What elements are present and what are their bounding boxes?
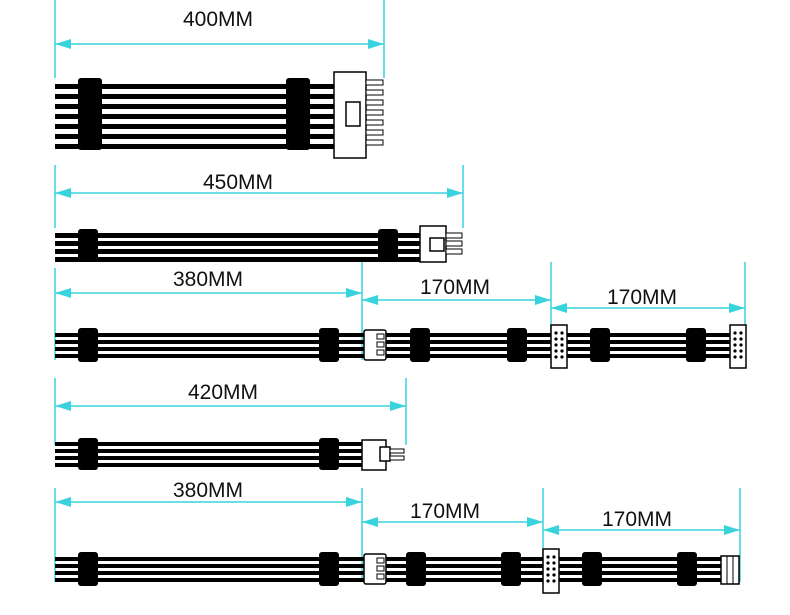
- pcie-connector: [361, 439, 405, 471]
- molex-connector: [363, 329, 387, 361]
- cable-comb: [378, 229, 398, 261]
- cable-comb: [319, 438, 339, 470]
- cable-comb: [78, 328, 98, 362]
- cable-comb: [78, 229, 98, 261]
- cable-comb: [501, 552, 521, 586]
- sata-connector: [550, 324, 568, 369]
- molex-connector: [363, 553, 387, 585]
- dimension-line: [54, 488, 741, 582]
- dimension-label: 400MM: [183, 8, 253, 31]
- wire-bundle: [55, 557, 723, 582]
- cable-comb: [78, 78, 102, 150]
- dimension-label: 380MM: [173, 268, 243, 291]
- cable-comb: [677, 552, 697, 586]
- cable-1: 400MM: [54, 0, 385, 159]
- cable-comb: [78, 438, 98, 470]
- dimension-label: 170MM: [607, 286, 677, 309]
- dimension-line: [54, 378, 407, 445]
- dimension-label: 170MM: [420, 276, 490, 299]
- cable-comb: [319, 328, 339, 362]
- sata-connector: [729, 324, 747, 369]
- cpu-8pin-connector: [419, 225, 463, 263]
- dimension-label: 450MM: [203, 171, 273, 194]
- cable-2: 450MM: [54, 165, 464, 263]
- wire-bundle: [55, 233, 425, 262]
- wire-bundle: [55, 84, 335, 149]
- dimension-label: 170MM: [602, 508, 672, 531]
- cable-comb: [582, 552, 602, 586]
- dimension-line: [54, 262, 746, 360]
- dimension-line: [54, 0, 385, 78]
- dimension-label: 420MM: [188, 381, 258, 404]
- cable-comb: [406, 552, 426, 586]
- cable-comb: [507, 328, 527, 362]
- wire-bundle: [55, 442, 367, 467]
- dimension-label: 380MM: [173, 479, 243, 502]
- cable-comb: [590, 328, 610, 362]
- floppy-connector: [720, 555, 740, 585]
- cable-comb: [319, 552, 339, 586]
- cable-comb: [410, 328, 430, 362]
- cable-4: 420MM: [54, 378, 407, 471]
- cable-3: 380MM 170MM 170MM: [54, 262, 747, 369]
- wire-bundle: [55, 333, 732, 358]
- cable-comb: [686, 328, 706, 362]
- sata-connector: [542, 548, 560, 594]
- cable-comb: [286, 78, 310, 150]
- cable-comb: [78, 552, 98, 586]
- dimension-line: [54, 165, 464, 228]
- cable-5: 380MM 170MM 170MM: [54, 479, 741, 594]
- atx-24pin-connector: [333, 71, 384, 159]
- dimension-label: 170MM: [410, 500, 480, 523]
